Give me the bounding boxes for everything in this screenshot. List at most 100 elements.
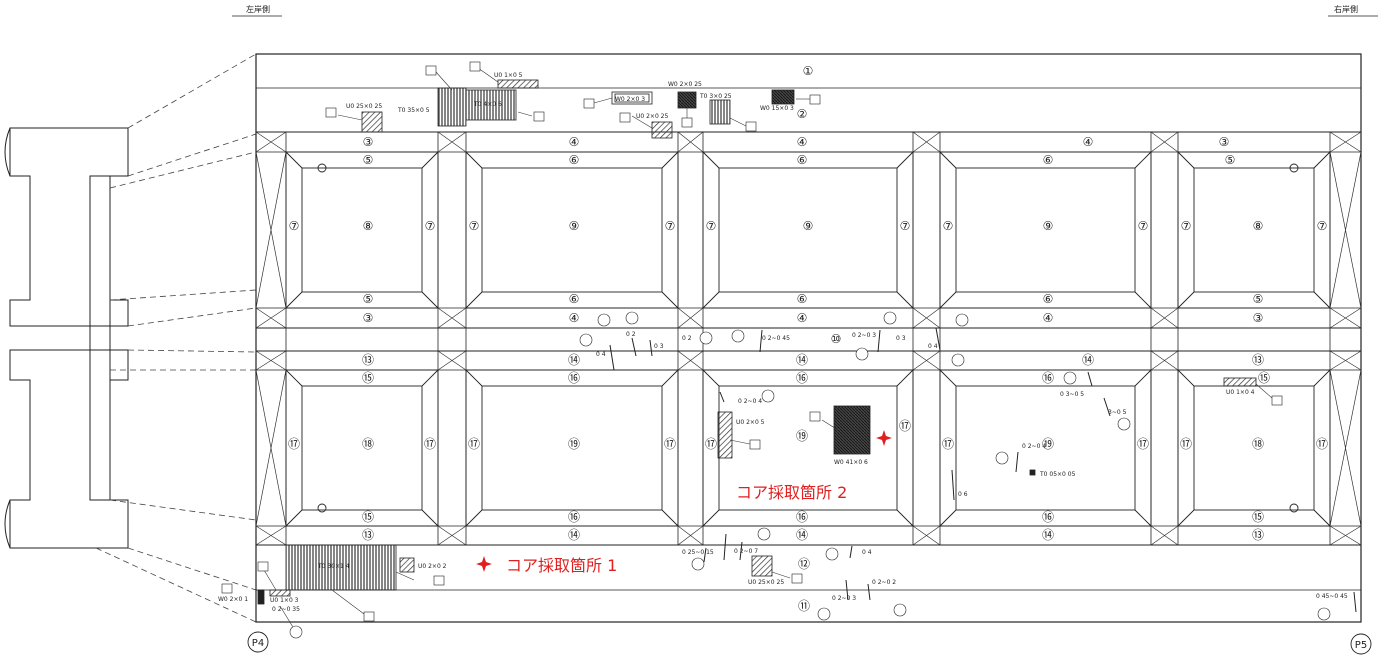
svg-text:⑰: ⑰ xyxy=(899,419,911,433)
svg-text:⑲: ⑲ xyxy=(568,437,580,451)
svg-text:⑮: ⑮ xyxy=(1258,371,1270,385)
svg-text:⑥: ⑥ xyxy=(569,292,580,306)
svg-text:⑦: ⑦ xyxy=(706,219,717,233)
svg-text:⑭: ⑭ xyxy=(568,353,580,367)
svg-text:⑯: ⑯ xyxy=(796,510,808,524)
svg-text:P5: P5 xyxy=(1355,640,1367,651)
svg-text:⑥: ⑥ xyxy=(1043,153,1054,167)
svg-text:W0 2×0 1: W0 2×0 1 xyxy=(218,596,248,603)
svg-text:U0 1×0 5: U0 1×0 5 xyxy=(494,72,523,79)
defect-tags xyxy=(221,61,1283,622)
svg-text:④: ④ xyxy=(1043,311,1054,325)
svg-text:⑦: ⑦ xyxy=(1181,219,1192,233)
core-location-2: コア採取箇所 2 xyxy=(736,430,892,502)
svg-text:0 45~0 45: 0 45~0 45 xyxy=(1316,593,1348,600)
svg-text:⑦: ⑦ xyxy=(943,219,954,233)
svg-text:⑰: ⑰ xyxy=(1180,437,1192,451)
svg-text:T0 4×0 6: T0 4×0 6 xyxy=(473,101,502,108)
svg-text:0 2~0 45: 0 2~0 45 xyxy=(762,335,790,342)
svg-text:⑨: ⑨ xyxy=(803,219,814,233)
svg-text:⑫: ⑫ xyxy=(798,557,810,571)
svg-text:⑬: ⑬ xyxy=(1252,353,1264,367)
svg-text:⑦: ⑦ xyxy=(1138,219,1149,233)
svg-text:⑲: ⑲ xyxy=(1042,437,1054,451)
svg-text:U0 1×0 4: U0 1×0 4 xyxy=(1226,389,1255,396)
deck-outline xyxy=(255,53,1362,623)
svg-text:⑪: ⑪ xyxy=(798,599,810,613)
svg-text:コア採取箇所 1: コア採取箇所 1 xyxy=(506,556,617,575)
core-location-1: コア採取箇所 1 xyxy=(476,556,617,575)
svg-text:⑥: ⑥ xyxy=(569,153,580,167)
svg-text:④: ④ xyxy=(569,311,580,325)
svg-text:⑱: ⑱ xyxy=(362,437,374,451)
svg-text:P4: P4 xyxy=(252,638,264,649)
svg-text:⑮: ⑮ xyxy=(362,371,374,385)
svg-text:0 6: 0 6 xyxy=(958,491,968,498)
svg-text:⑤: ⑤ xyxy=(363,292,374,306)
svg-text:W0 15×0 3: W0 15×0 3 xyxy=(760,105,794,112)
pier-p5: P5 xyxy=(1350,633,1372,655)
svg-text:⑰: ⑰ xyxy=(664,437,676,451)
svg-text:③: ③ xyxy=(363,311,374,325)
member-numbers: ① ② ③ ④ ④ ④ ③ ⑤ ⑥ ⑥ ⑥ ⑤ ⑦ ⑦ ⑦ ⑦ ⑦ ⑦ ⑦ ⑦ … xyxy=(288,64,1328,613)
svg-text:②: ② xyxy=(797,107,808,121)
svg-text:⑤: ⑤ xyxy=(1225,153,1236,167)
svg-text:⑥: ⑥ xyxy=(797,292,808,306)
svg-text:⑦: ⑦ xyxy=(1317,219,1328,233)
svg-text:0 4: 0 4 xyxy=(928,343,938,350)
svg-text:④: ④ xyxy=(797,135,808,149)
svg-text:W0 2×0 25: W0 2×0 25 xyxy=(668,81,702,88)
svg-text:0 2~0 3: 0 2~0 3 xyxy=(852,332,876,339)
svg-text:⑦: ⑦ xyxy=(469,219,480,233)
svg-text:①: ① xyxy=(803,64,814,78)
svg-text:0 25~0 15: 0 25~0 15 xyxy=(682,549,714,556)
svg-text:0 2~0 2: 0 2~0 2 xyxy=(872,579,896,586)
svg-text:U0 2×0 25: U0 2×0 25 xyxy=(636,113,669,120)
cross-section xyxy=(4,127,129,549)
svg-text:⑭: ⑭ xyxy=(568,528,580,542)
svg-text:⑲: ⑲ xyxy=(796,429,808,443)
svg-text:0 4: 0 4 xyxy=(862,549,872,556)
svg-text:⑰: ⑰ xyxy=(288,437,300,451)
svg-text:③: ③ xyxy=(1253,311,1264,325)
svg-text:⑦: ⑦ xyxy=(665,219,676,233)
svg-text:0 2: 0 2 xyxy=(682,335,692,342)
pier-p4: P4 xyxy=(247,631,269,653)
svg-text:④: ④ xyxy=(569,135,580,149)
defect-marks xyxy=(257,79,1257,605)
svg-text:⑯: ⑯ xyxy=(568,371,580,385)
svg-text:⑩: ⑩ xyxy=(831,332,842,346)
crack-circles xyxy=(289,311,1331,639)
svg-text:右岸側: 右岸側 xyxy=(1334,4,1358,14)
side-label-right: 右岸側 xyxy=(1328,4,1378,17)
svg-text:⑨: ⑨ xyxy=(569,219,580,233)
svg-text:0 3~0 5: 0 3~0 5 xyxy=(1060,391,1084,398)
svg-text:⑭: ⑭ xyxy=(1082,353,1094,367)
svg-text:⑰: ⑰ xyxy=(1316,437,1328,451)
deck-panels xyxy=(285,151,1331,527)
svg-text:0 2~0 7: 0 2~0 7 xyxy=(734,548,758,555)
svg-text:U0 2×0 2: U0 2×0 2 xyxy=(418,563,447,570)
svg-text:U0 25×0 25: U0 25×0 25 xyxy=(748,579,784,586)
svg-text:T0 05×0 05: T0 05×0 05 xyxy=(1039,471,1076,478)
svg-text:③: ③ xyxy=(363,135,374,149)
svg-text:0 2: 0 2 xyxy=(626,331,636,338)
svg-text:⑯: ⑯ xyxy=(568,510,580,524)
svg-text:0 2~0 3: 0 2~0 3 xyxy=(832,595,856,602)
svg-text:左岸側: 左岸側 xyxy=(246,4,270,14)
svg-text:T0 3×0 25: T0 3×0 25 xyxy=(699,93,732,100)
svg-text:⑯: ⑯ xyxy=(1042,371,1054,385)
svg-text:⑤: ⑤ xyxy=(1253,292,1264,306)
svg-text:T0 30×1 4: T0 30×1 4 xyxy=(317,563,350,570)
svg-text:⑭: ⑭ xyxy=(796,528,808,542)
svg-text:0 3: 0 3 xyxy=(896,335,906,342)
svg-text:⑰: ⑰ xyxy=(705,437,717,451)
svg-text:⑮: ⑮ xyxy=(1252,510,1264,524)
svg-text:⑯: ⑯ xyxy=(796,371,808,385)
svg-text:0 2~0 35: 0 2~0 35 xyxy=(272,606,300,613)
svg-text:⑰: ⑰ xyxy=(468,437,480,451)
projection-lines xyxy=(95,53,257,623)
svg-text:T0 35×0 5: T0 35×0 5 xyxy=(397,107,430,114)
svg-text:U0 25×0 25: U0 25×0 25 xyxy=(346,103,382,110)
